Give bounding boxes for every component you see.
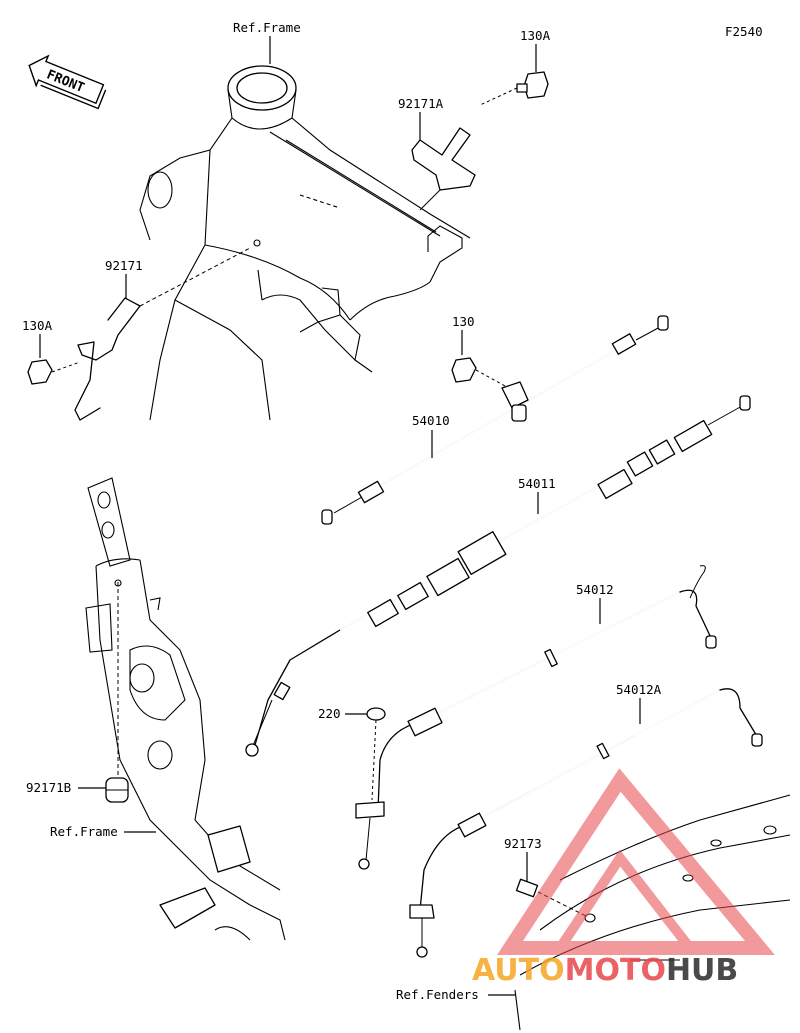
cable-54012a: [409, 688, 763, 958]
cable-54011: [245, 395, 751, 757]
watermark-part3: HUB: [666, 953, 738, 988]
label-92171b: 92171B: [26, 780, 71, 795]
clamp-92171b: [105, 777, 129, 803]
label-130a-top: 130A: [520, 28, 551, 43]
label-54012: 54012: [576, 582, 614, 597]
label-130a-left: 130A: [22, 318, 53, 333]
bolt-130a-left: [27, 359, 81, 385]
front-arrow-icon: FRONT: [28, 54, 107, 110]
svg-text:AUTOMOTOHUB: AUTOMOTOHUB: [472, 953, 738, 988]
bolt-130: [451, 357, 506, 387]
label-54012a: 54012A: [616, 682, 662, 697]
lower-frame: [85, 477, 286, 941]
diagram-code: F2540: [725, 24, 763, 39]
clamp-92171: [74, 247, 251, 421]
watermark-part2: MOTO: [565, 953, 666, 988]
screw-220: [366, 707, 386, 801]
upper-frame: [139, 65, 471, 421]
watermark-text: AUTOMOTOHUB: [472, 953, 738, 988]
bolt-130a-top: [479, 71, 549, 106]
clamp-92171a: [411, 127, 476, 211]
label-92173: 92173: [504, 836, 542, 851]
watermark-logo: [497, 768, 775, 955]
cable-54012: [355, 565, 717, 870]
cable-54010: [321, 315, 669, 525]
label-54011: 54011: [518, 476, 556, 491]
watermark-part1: AUTO: [472, 953, 565, 988]
label-54010: 54010: [412, 413, 450, 428]
label-ref-fenders: Ref.Fenders: [396, 987, 479, 1002]
label-92171: 92171: [105, 258, 143, 273]
label-130: 130: [452, 314, 475, 329]
fender: [514, 794, 791, 1031]
label-92171a: 92171A: [398, 96, 444, 111]
label-220: 220: [318, 706, 341, 721]
label-ref-frame-left: Ref.Frame: [50, 824, 118, 839]
label-ref-frame-top: Ref.Frame: [233, 20, 301, 35]
